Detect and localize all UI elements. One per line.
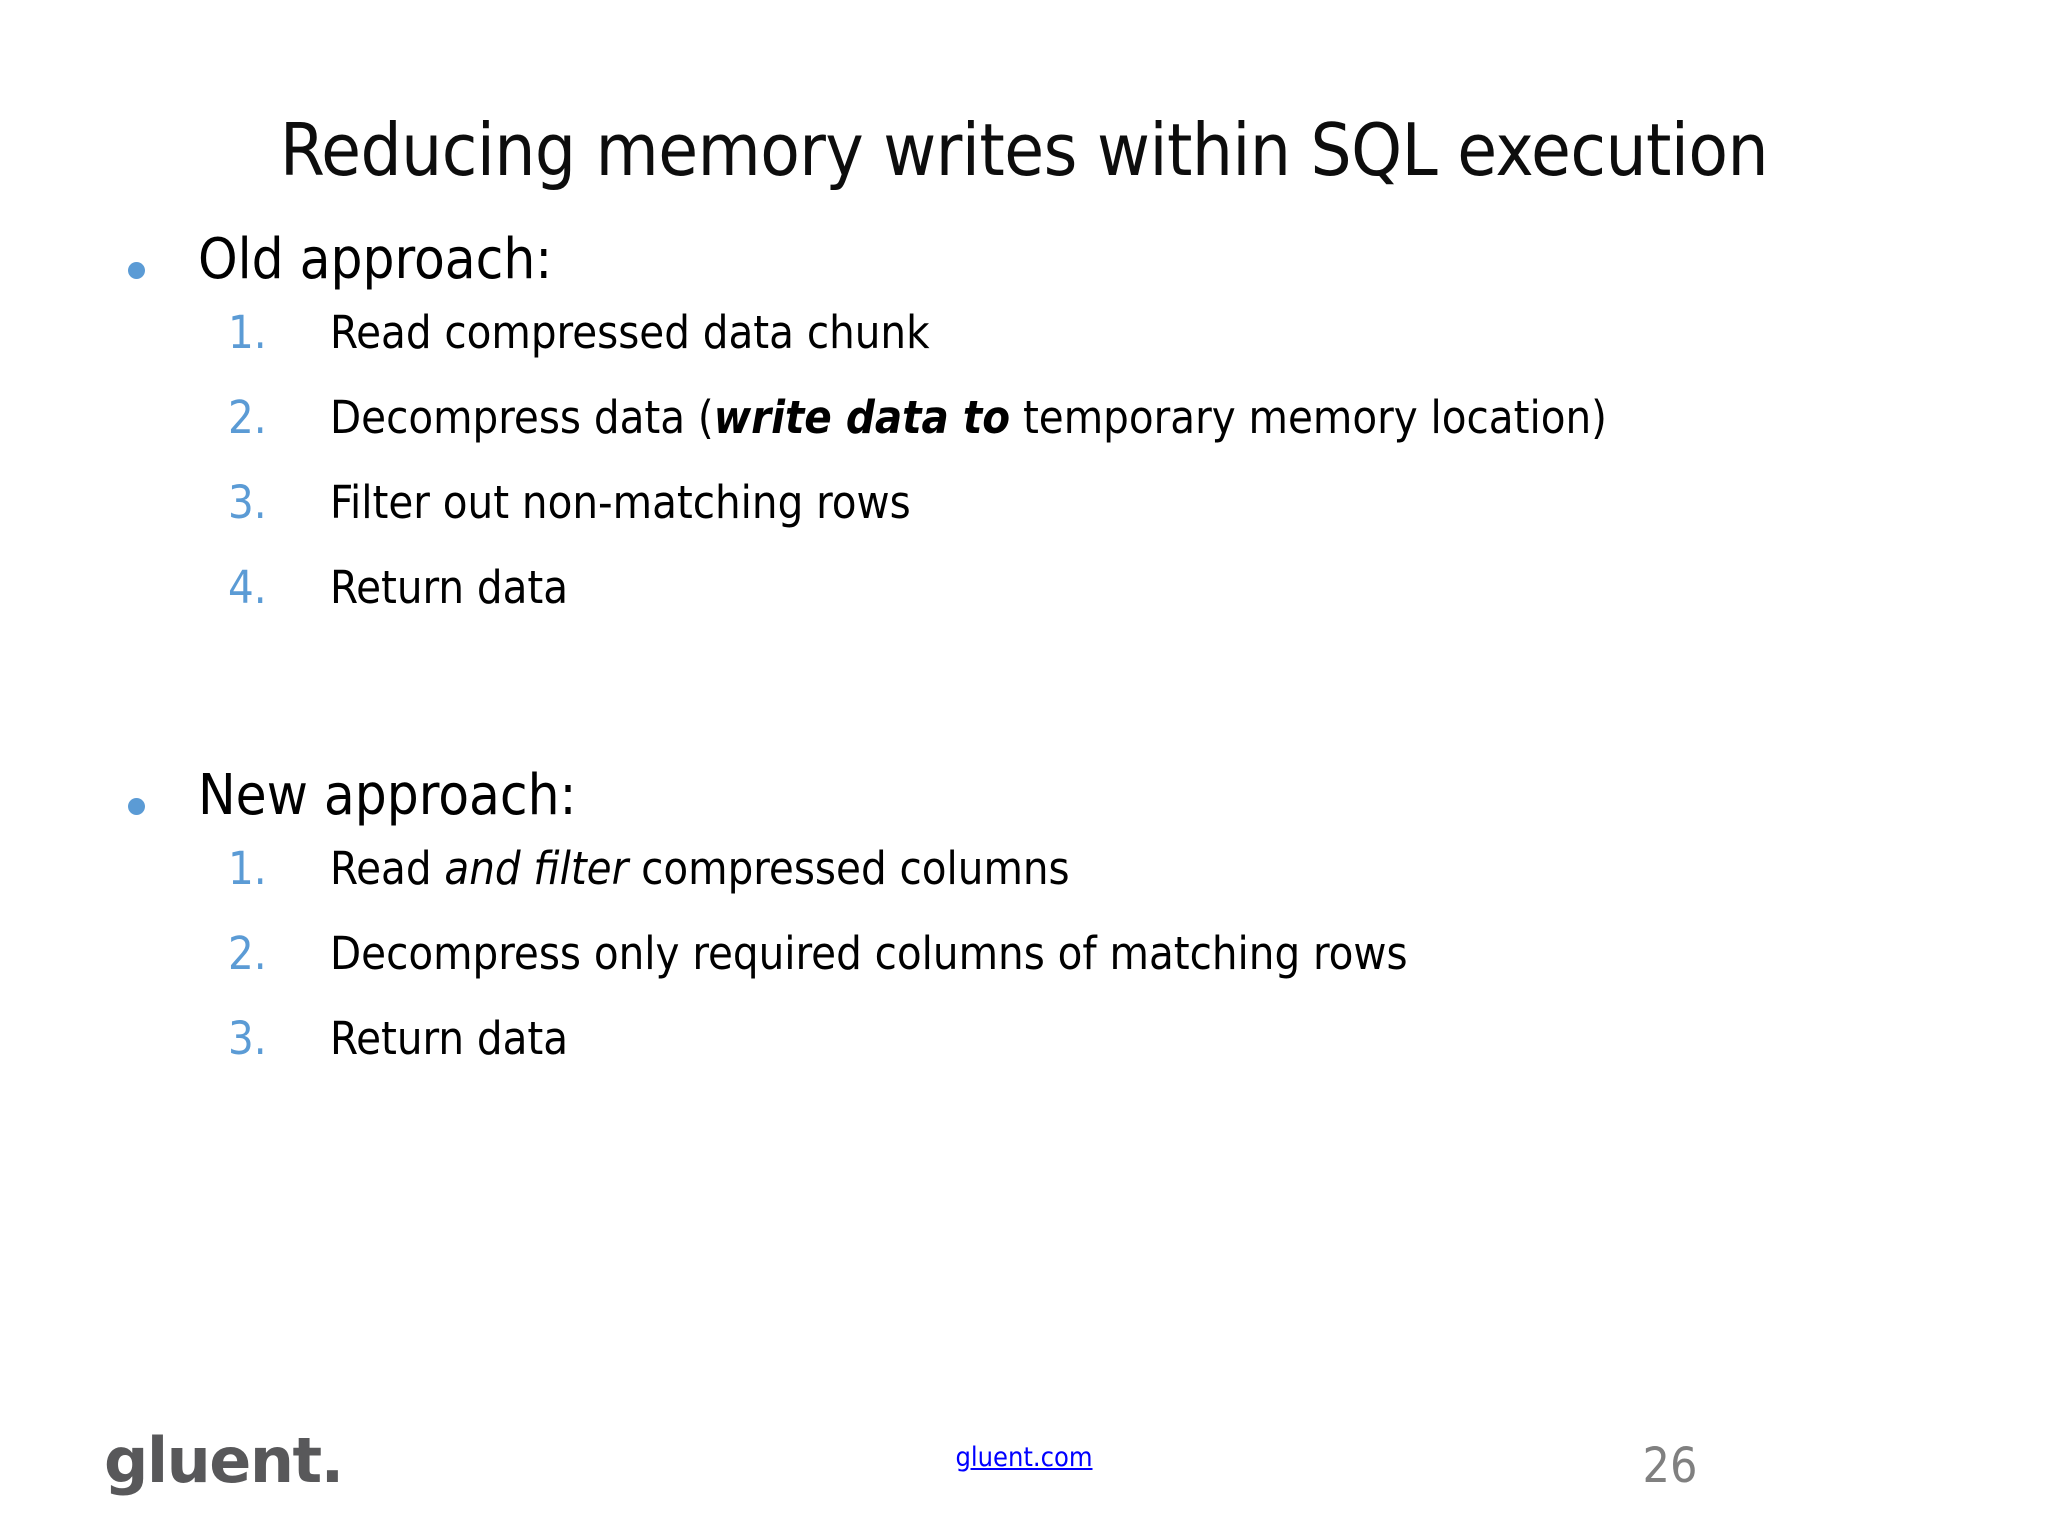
page-number: 26 xyxy=(1642,1438,1698,1494)
list-item-text: Filter out non-matching rows xyxy=(330,476,911,529)
list-item-text: Return data xyxy=(330,1012,569,1065)
emphasis-bold-italic: write data to xyxy=(713,391,1011,444)
list-item: 1. Read and filter compressed columns xyxy=(0,846,2048,931)
bullet-old-approach-label: Old approach: xyxy=(198,227,553,292)
bullet-new-approach: New approach: xyxy=(0,768,2048,846)
list-item: 3. Return data xyxy=(0,1016,2048,1101)
list-item-number: 3. xyxy=(228,476,267,529)
list-item-number: 1. xyxy=(228,306,267,359)
slide-body: Old approach: 1. Read compressed data ch… xyxy=(0,232,2048,1101)
list-item-text: Decompress only required columns of matc… xyxy=(330,927,1408,980)
footer-link-wrap: gluent.com xyxy=(0,1442,2048,1473)
gluent-com-link[interactable]: gluent.com xyxy=(955,1442,1093,1473)
list-item: 4. Return data xyxy=(0,565,2048,650)
bullet-old-approach: Old approach: xyxy=(0,232,2048,310)
list-item-text: Read compressed data chunk xyxy=(330,306,930,359)
gluent-logo: gluent. xyxy=(104,1424,344,1497)
list-item: 3. Filter out non-matching rows xyxy=(0,480,2048,565)
section-spacer xyxy=(0,650,2048,768)
list-item-number: 2. xyxy=(228,391,267,444)
list-item-text: Decompress data (write data to temporary… xyxy=(330,391,1607,444)
list-item: 1. Read compressed data chunk xyxy=(0,310,2048,395)
new-approach-steps: 1. Read and filter compressed columns 2.… xyxy=(0,846,2048,1101)
list-item: 2. Decompress data (write data to tempor… xyxy=(0,395,2048,480)
list-item-number: 2. xyxy=(228,927,267,980)
old-approach-steps: 1. Read compressed data chunk 2. Decompr… xyxy=(0,310,2048,650)
list-item-number: 4. xyxy=(228,561,267,614)
list-item-text: Read and filter compressed columns xyxy=(330,842,1070,895)
bullet-dot-icon xyxy=(128,798,145,815)
list-item-number: 3. xyxy=(228,1012,267,1065)
list-item-number: 1. xyxy=(228,842,267,895)
list-item-text: Return data xyxy=(330,561,569,614)
bullet-dot-icon xyxy=(128,262,145,279)
emphasis-italic: and filter xyxy=(444,842,629,895)
page-title: Reducing memory writes within SQL execut… xyxy=(279,108,1769,193)
list-item: 2. Decompress only required columns of m… xyxy=(0,931,2048,1016)
bullet-new-approach-label: New approach: xyxy=(198,763,577,828)
